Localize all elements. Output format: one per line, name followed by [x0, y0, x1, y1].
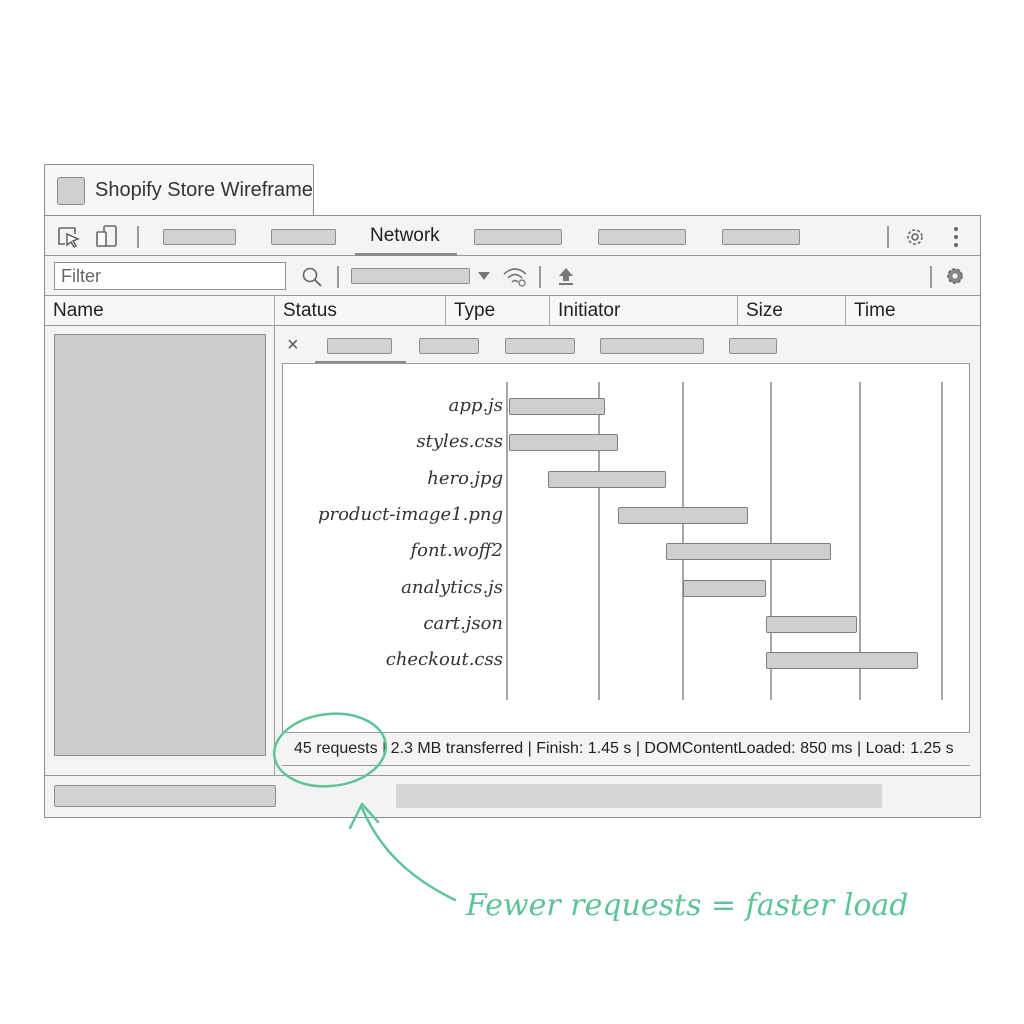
waterfall-timing-bar[interactable] [509, 434, 618, 452]
tab-network-underline [355, 253, 457, 256]
waterfall-timing-bar[interactable] [683, 579, 766, 597]
waterfall-gridline [770, 382, 772, 700]
browser-tab-title: Shopify Store Wireframe [95, 179, 313, 201]
throttle-select-placeholder[interactable] [351, 268, 470, 284]
waterfall-request-name[interactable]: styles.css [416, 431, 503, 453]
network-summary-bar: 45 requests | 2.3 MB transferred | Finis… [282, 733, 970, 766]
column-header-name[interactable]: Name [45, 296, 275, 326]
waterfall-gridline [506, 382, 508, 700]
detail-tab-placeholder[interactable] [505, 338, 575, 354]
bottom-placeholder-left [54, 785, 276, 807]
wifi-throttle-icon[interactable] [501, 264, 529, 288]
detail-tab-placeholder[interactable] [419, 338, 479, 354]
detail-tab-placeholder[interactable] [327, 338, 392, 354]
bottom-placeholder-right [396, 784, 882, 808]
waterfall-request-name[interactable]: app.js [448, 395, 503, 416]
requests-count: 45 requests [294, 740, 378, 757]
filter-divider [930, 266, 932, 288]
waterfall-timing-bar[interactable] [509, 398, 605, 415]
detail-tab-placeholder[interactable] [600, 338, 704, 354]
column-header-size[interactable]: Size [738, 296, 846, 326]
request-list-placeholder[interactable] [54, 334, 266, 756]
summary-details: | 2.3 MB transferred | Finish: 1.45 s | … [382, 740, 954, 757]
waterfall-request-name[interactable]: font.woff2 [410, 540, 504, 562]
waterfall-timing-bar[interactable] [548, 470, 666, 488]
column-header-label: Size [746, 300, 783, 321]
waterfall-timing-bar[interactable] [665, 543, 831, 561]
tab-placeholder-elements[interactable] [163, 229, 236, 245]
column-headers: Name Status Type Initiator Size Time [45, 296, 980, 326]
column-header-label: Name [53, 300, 104, 321]
request-detail-pane: × app.js styles.css hero.jpg product-image1… [277, 326, 980, 775]
waterfall-gridline [941, 382, 943, 700]
waterfall-gridline [682, 382, 684, 700]
filter-divider [539, 266, 541, 288]
column-header-label: Time [854, 300, 896, 321]
waterfall-chart: app.js styles.css hero.jpg product-image1.p… [282, 363, 970, 733]
dropdown-icon[interactable] [477, 270, 491, 282]
column-header-label: Type [454, 300, 496, 321]
column-header-type[interactable]: Type [446, 296, 550, 326]
waterfall-gridline [598, 382, 600, 700]
annotation-arrowhead [348, 802, 380, 830]
annotation-arrow [360, 806, 457, 902]
gear-icon[interactable] [943, 264, 967, 288]
waterfall-gridline [859, 382, 861, 700]
column-header-label: Initiator [558, 300, 621, 321]
request-name-pane [45, 326, 275, 775]
device-icon[interactable] [95, 224, 119, 250]
waterfall-request-name[interactable]: analytics.js [401, 576, 503, 598]
close-icon[interactable]: × [287, 334, 299, 356]
upload-icon[interactable] [555, 265, 577, 287]
annotation-text: Fewer requests = faster load [466, 888, 909, 923]
favicon-placeholder [57, 177, 85, 205]
column-header-status[interactable]: Status [275, 296, 446, 326]
waterfall-request-name[interactable]: checkout.css [385, 649, 503, 671]
tab-placeholder-performance[interactable] [598, 229, 686, 245]
tab-placeholder-sources[interactable] [474, 229, 562, 245]
waterfall-timing-bar[interactable] [765, 615, 857, 633]
summary-text: 45 requests | 2.3 MB transferred | Finis… [294, 740, 954, 758]
filter-divider [337, 266, 339, 288]
gear-icon[interactable] [903, 225, 927, 249]
waterfall-timing-bar[interactable] [617, 506, 749, 524]
column-header-time[interactable]: Time [846, 296, 980, 326]
devtools-toolbar: Network [45, 216, 980, 256]
filter-input[interactable] [54, 262, 286, 290]
waterfall-request-name[interactable]: hero.jpg [427, 467, 503, 489]
devtools-panel: Network [44, 215, 981, 818]
filter-bar [45, 256, 980, 296]
search-icon[interactable] [301, 266, 323, 288]
column-header-label: Status [283, 300, 337, 321]
toolbar-divider [137, 226, 139, 248]
toolbar-divider [887, 226, 889, 248]
browser-tab[interactable]: Shopify Store Wireframe [44, 164, 314, 217]
tab-placeholder-console[interactable] [271, 229, 336, 245]
detail-tab-underline [315, 361, 406, 364]
bottom-status-bar [45, 775, 980, 817]
tab-network[interactable]: Network [370, 225, 440, 246]
detail-tab-placeholder[interactable] [729, 338, 777, 354]
inspect-icon[interactable] [57, 226, 81, 248]
waterfall-request-name[interactable]: product-image1.png [317, 503, 503, 525]
kebab-menu-icon[interactable] [950, 225, 962, 249]
tab-placeholder-application[interactable] [722, 229, 800, 245]
waterfall-timing-bar[interactable] [765, 652, 918, 670]
column-header-initiator[interactable]: Initiator [550, 296, 738, 326]
requests-highlight-circle [272, 712, 388, 788]
waterfall-request-name[interactable]: cart.json [423, 612, 503, 634]
